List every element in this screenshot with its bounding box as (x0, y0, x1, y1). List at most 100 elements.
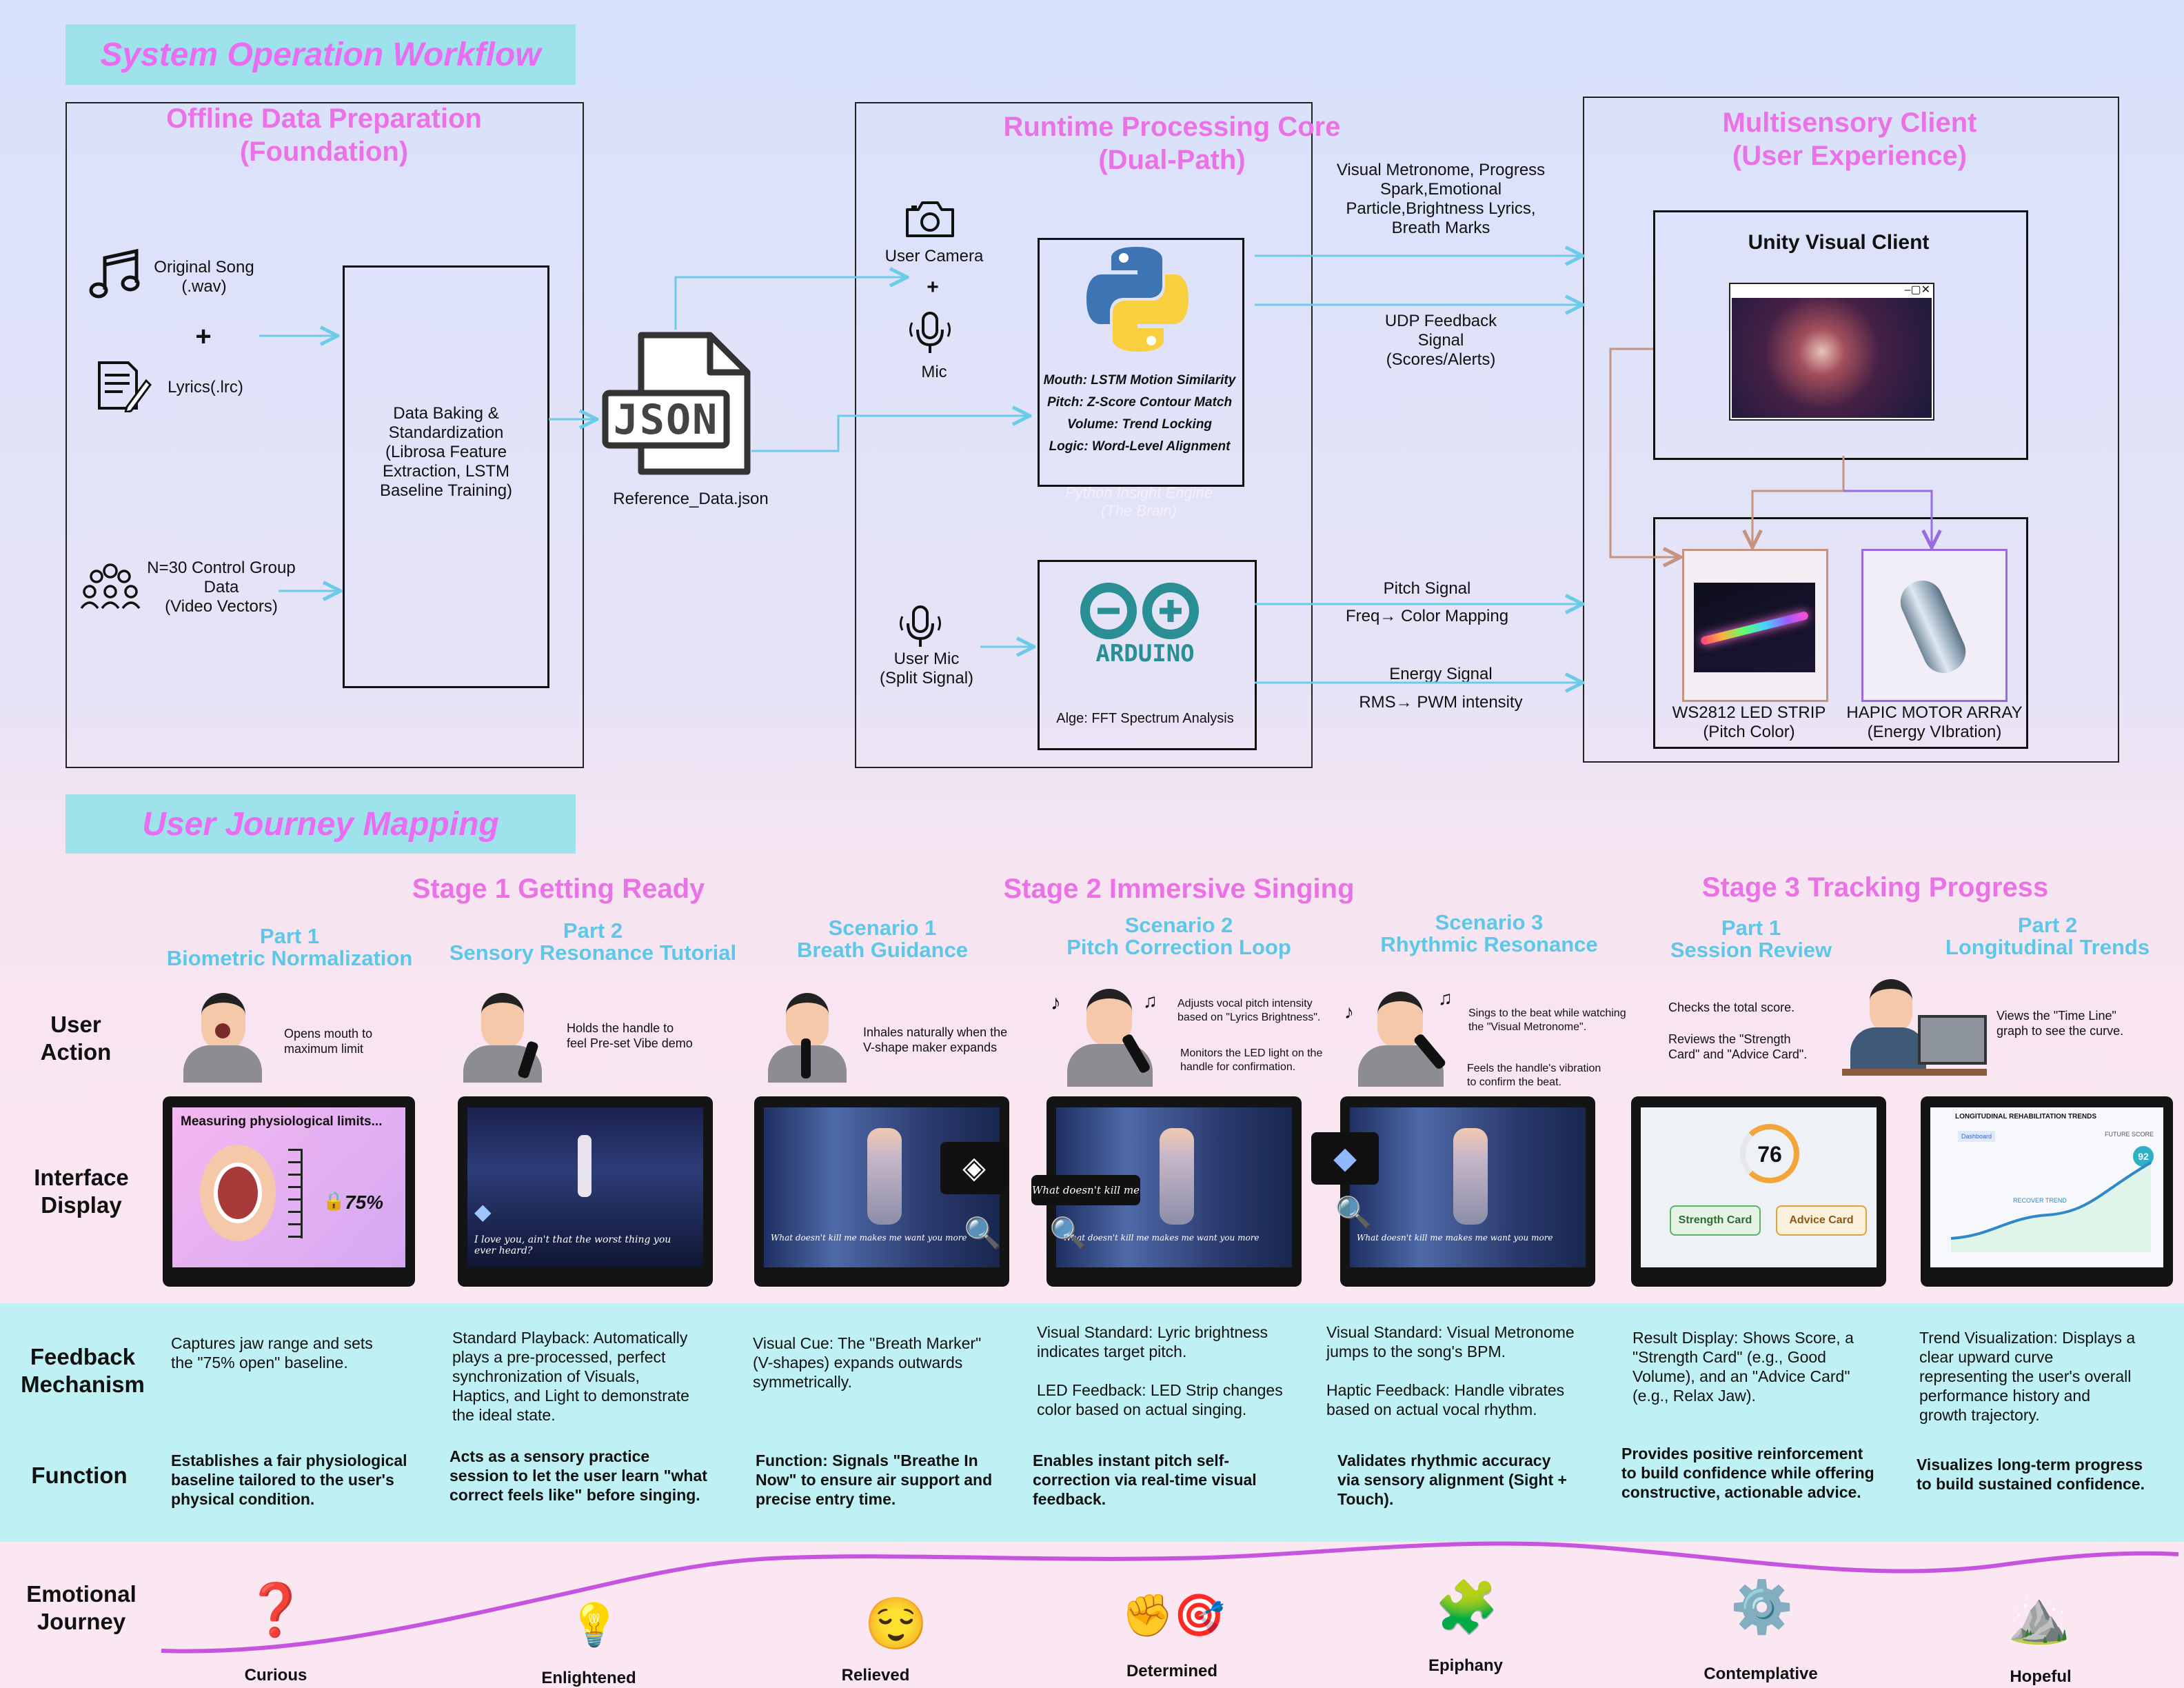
emotion-epiphany: Epiphany (1428, 1656, 1503, 1675)
emotion-contemplative: Contemplative (1703, 1665, 1818, 1683)
journey-banner: User Journey Mapping (65, 794, 576, 854)
data-baking-box (343, 265, 549, 688)
measuring-title: Measuring physiological limits... (181, 1114, 383, 1129)
rhythm-lyric: What doesn't kill me makes me want you m… (1357, 1233, 1553, 1243)
feedback-band (0, 1303, 2184, 1542)
pitch-lyric: What doesn't kill me makes me want you m… (1063, 1233, 1260, 1243)
mic-label: Mic (921, 363, 947, 381)
user-camera-label: User Camera (884, 247, 984, 265)
control-group-label: N=30 Control Group Data (Video Vectors) (147, 559, 296, 616)
scenario-rhythmic-resonance: Scenario 3 Rhythmic Resonance (1380, 910, 1598, 956)
udp-feedback-label: UDP Feedback Signal (Scores/Alerts) (1384, 312, 1497, 369)
trend-future-label: FUTURE SCORE (2104, 1131, 2154, 1138)
motor-label: HAPIC MOTOR ARRAY (Energy VIbration) (1846, 703, 2023, 741)
tutorial-lyric: I love you, ain't that the worst thing y… (474, 1234, 671, 1256)
lock-icon: 🔒 (323, 1190, 345, 1211)
feedback-score: Result Display: Shows Score, a "Strength… (1632, 1329, 1854, 1405)
python-line-pitch: Pitch: Z-Score Contour Match (1046, 395, 1233, 410)
measuring-percent: 75% (345, 1192, 384, 1213)
screen-rhythm: What doesn't kill me makes me want you m… (1311, 1096, 1595, 1287)
user-mic-label: User Mic (Split Signal) (879, 650, 974, 687)
contemplative-icon: ⚙️ (1730, 1578, 1794, 1636)
concert-image (1732, 298, 1932, 418)
part-longitudinal-trends: Part 2 Longitudinal Trends (1945, 913, 2150, 959)
stage-2-title: Stage 2 Immersive Singing (1003, 874, 1355, 904)
trend-curve (1951, 1161, 2152, 1252)
row-label-interface: Interface Display (34, 1165, 129, 1218)
determined-icon: ✊🎯 (1122, 1592, 1225, 1638)
action-monitor-led: Monitors the LED light on the handle for… (1180, 1047, 1323, 1073)
breath-lyric: What doesn't kill me makes me want you m… (771, 1233, 967, 1243)
led-strip-frame (1682, 549, 1828, 702)
function-score: Provides positive reinforcement to build… (1621, 1445, 1874, 1501)
action-review-cards: Reviews the "Strength Card" and "Advice … (1668, 1032, 1808, 1061)
emotion-relieved: Relieved (841, 1666, 910, 1685)
energy-map-label: RMS→ PWM intensity (1359, 693, 1523, 712)
row-label-emotion: Emotional Journey (26, 1581, 136, 1634)
curious-icon: ❓ (243, 1581, 308, 1638)
feedback-tutorial: Standard Playback: Automatically plays a… (452, 1329, 689, 1424)
workflow-banner: System Operation Workflow (65, 24, 576, 85)
magnifier-icon-2: 🔍 (1049, 1216, 1087, 1250)
part-sensory-resonance: Part 2 Sensory Resonance Tutorial (449, 918, 737, 965)
user-mic-icon (900, 605, 941, 647)
function-biometric: Establishes a fair physiological baselin… (171, 1451, 407, 1508)
led-strip-label: WS2812 LED STRIP (Pitch Color) (1672, 703, 1826, 741)
enlightened-icon: 💡 (568, 1602, 620, 1648)
magnifier-icon-3: 🔍 (1335, 1196, 1373, 1229)
hopeful-icon: ⛰️ (2007, 1588, 2072, 1645)
journey-title: User Journey Mapping (142, 805, 499, 843)
runtime-plus: + (927, 276, 939, 299)
feedback-pitch: Visual Standard: Lyric brightness indica… (1037, 1323, 1283, 1418)
advice-card[interactable]: Advice Card (1776, 1205, 1867, 1236)
part-session-review: Part 1 Session Review (1670, 916, 1832, 962)
motor-image (1894, 574, 1972, 680)
singer-figure-2 (1160, 1128, 1194, 1225)
screen-trends: LONGITUDINAL REHABILITATION TRENDS Dashb… (1921, 1096, 2173, 1287)
unity-window-preview: –▢✕ (1729, 283, 1934, 421)
visual-metronome-label: Visual Metronome, Progress Spark,Emotion… (1336, 161, 1546, 237)
trend-title: LONGITUDINAL REHABILITATION TRENDS (1955, 1113, 2096, 1121)
action-view-timeline: Views the "Time Line" graph to see the c… (1996, 1009, 2124, 1038)
feedback-biometric: Captures jaw range and sets the "75% ope… (171, 1334, 373, 1372)
trend-tab[interactable]: Dashboard (1958, 1131, 1995, 1142)
row-label-feedback: Feedback Mechanism (21, 1344, 145, 1397)
singer-figure-3 (1453, 1128, 1488, 1225)
function-tutorial: Acts as a sensory practice session to le… (449, 1447, 707, 1504)
action-feel-vibration: Feels the handle's vibration to confirm … (1467, 1063, 1601, 1088)
v-shape-callout: ◈ (940, 1142, 1008, 1194)
python-line-logic: Logic: Word-Level Alignment (1049, 439, 1231, 454)
scenario-breath-guidance: Scenario 1 Breath Guidance (796, 916, 969, 962)
score-ring (1740, 1124, 1799, 1183)
trend-curve-label: RECOVER TREND (2013, 1197, 2067, 1204)
avatar-sing-beat: ♪ ♫ (1344, 987, 1468, 1087)
epiphany-icon: 🧩 (1435, 1578, 1499, 1636)
window-controls: –▢✕ (1904, 284, 1930, 296)
python-line-volume: Volume: Trend Locking (1066, 417, 1213, 432)
part-biometric-normalization: Part 1 Biometric Normalization (166, 924, 413, 970)
plus-sign: + (195, 321, 212, 352)
emotion-hopeful: Hopeful (2010, 1667, 2072, 1686)
avatar-inhale (762, 990, 852, 1083)
led-strip-image (1694, 583, 1815, 672)
stage-figure (578, 1135, 592, 1197)
screen-breath: What doesn't kill me makes me want you m… (754, 1096, 1009, 1287)
relieved-icon: 😌 (864, 1595, 929, 1652)
camera-icon (906, 201, 954, 237)
screen-tutorial: ◆ I love you, ain't that the worst thing… (458, 1096, 713, 1287)
arduino-logo-icon (1080, 583, 1199, 639)
lyric-callout: What doesn't kill me (1031, 1175, 1140, 1205)
screen-measuring: Measuring physiological limits... 🔒 75% (163, 1096, 415, 1287)
strength-card[interactable]: Strength Card (1670, 1205, 1761, 1236)
python-caption: Python Insight Engine (The Brain) (1064, 484, 1213, 519)
avatar-adjust-pitch: ♪ ♫ (1048, 987, 1172, 1087)
avatar-open-mouth (179, 990, 266, 1083)
lyrics-label: Lyrics(.lrc) (168, 378, 243, 396)
client-panel (1583, 97, 2119, 763)
workflow-title: System Operation Workflow (100, 36, 541, 73)
measure-ruler (288, 1149, 303, 1238)
score-value: 76 (1757, 1142, 1782, 1167)
data-baking-label: Data Baking & Standardization (Librosa F… (379, 404, 513, 500)
function-rhythm: Validates rhythmic accuracy via sensory … (1337, 1451, 1567, 1508)
unity-client-label: Unity Visual Client (1748, 231, 1930, 254)
